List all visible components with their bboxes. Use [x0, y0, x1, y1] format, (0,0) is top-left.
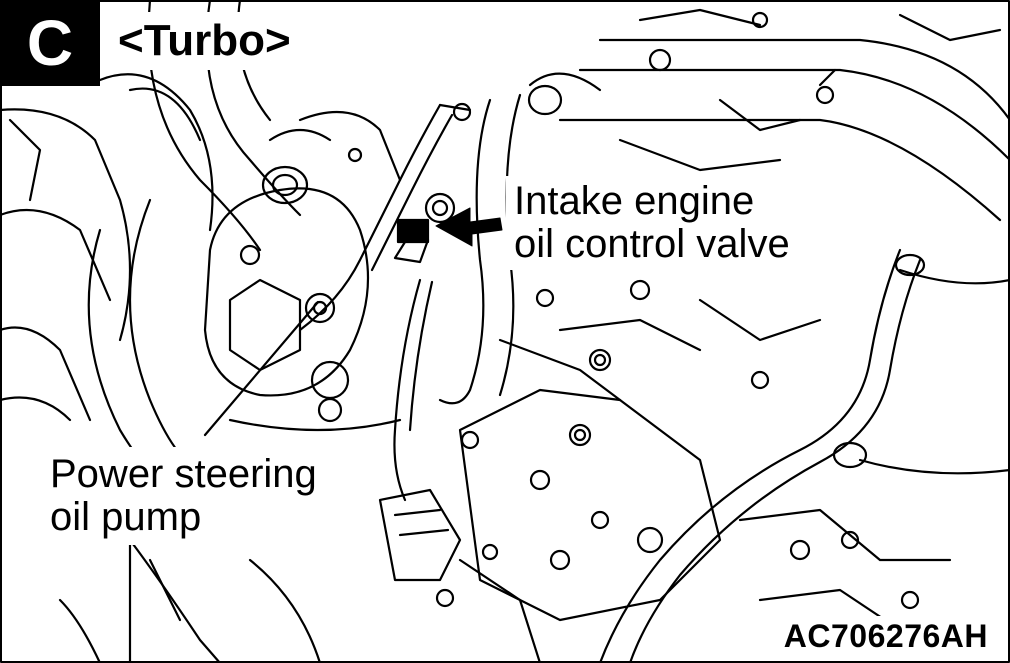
engine-block-details [458, 279, 952, 632]
oil-control-valve-shape [393, 192, 456, 264]
wire-harness [228, 102, 472, 502]
callout-psp-line-1: Power steering [50, 452, 317, 496]
callout-intake-oil-control-valve: Intake engine oil control valve [506, 176, 798, 271]
left-body-panel [0, 73, 214, 422]
lower-connector [378, 488, 542, 663]
callout-intake-line-2: oil control valve [514, 222, 790, 267]
section-badge: C [0, 0, 100, 86]
figure-code: AC706276AH [777, 616, 994, 657]
callout-power-steering-oil-pump: Power steering oil pump [40, 447, 327, 546]
valve-pointer-arrow [435, 207, 503, 247]
psp-leader-line [203, 300, 320, 437]
cylinder-head-cover [558, 8, 1010, 222]
callout-intake-line-1: Intake engine [514, 179, 755, 223]
callout-psp-line-2: oil pump [50, 495, 202, 540]
variant-title: <Turbo> [112, 12, 297, 70]
power-steering-pump-outline [203, 110, 402, 423]
right-harness [598, 248, 1010, 663]
bottom-left-bracket [58, 538, 322, 663]
